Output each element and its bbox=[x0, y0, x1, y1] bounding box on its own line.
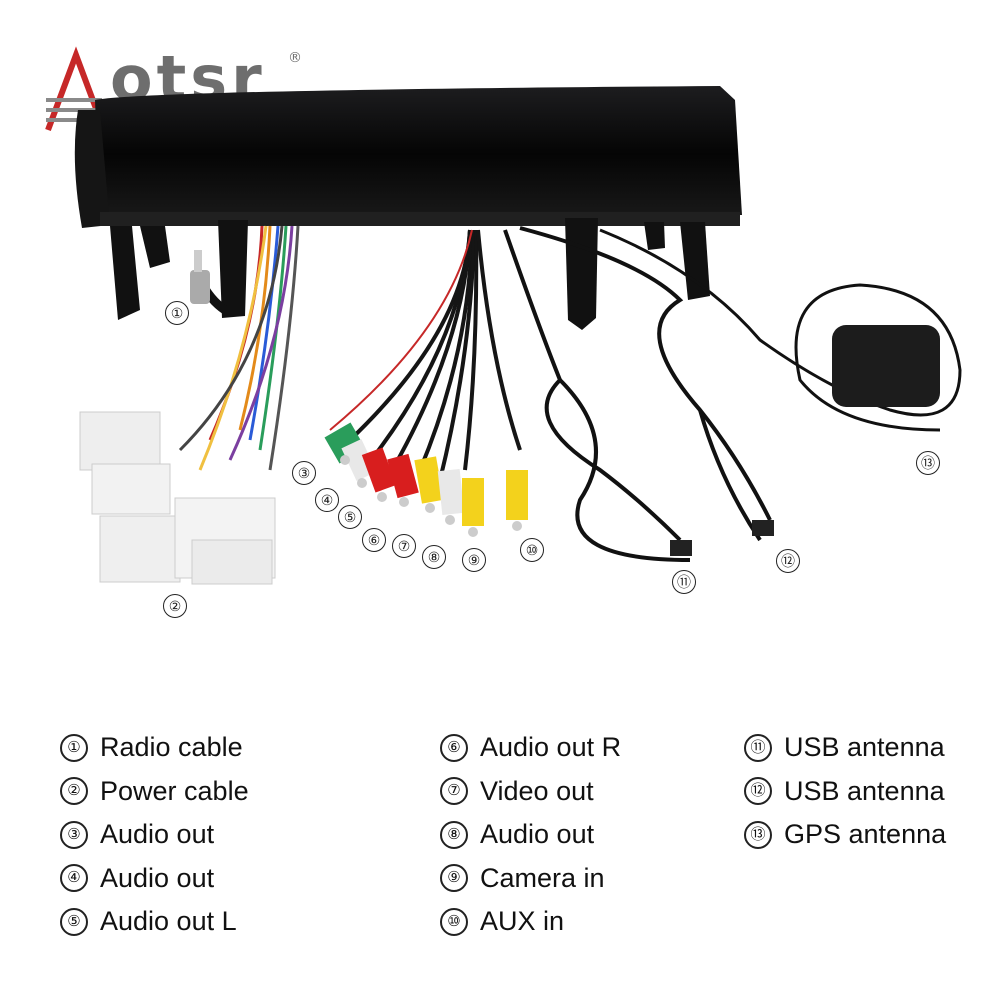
usb-plug bbox=[752, 520, 774, 536]
legend-number: ⑪ bbox=[744, 733, 772, 762]
callout-3: ③ bbox=[292, 461, 316, 485]
legend-label: Video out bbox=[480, 775, 594, 806]
legend-number: ⑤ bbox=[60, 907, 88, 936]
legend-label: USB antenna bbox=[784, 775, 945, 806]
legend-item: ⑬ GPS antenna bbox=[744, 813, 946, 857]
callout-10: ⑩ bbox=[520, 538, 544, 562]
legend-item: ⑥ Audio out R bbox=[440, 726, 621, 770]
callout-4: ④ bbox=[315, 488, 339, 512]
callout-8: ⑧ bbox=[422, 545, 446, 569]
legend-label: Audio out L bbox=[100, 906, 237, 937]
legend-number: ⑬ bbox=[744, 820, 772, 849]
legend-item: ③ Audio out bbox=[60, 813, 249, 857]
callout-13: ⑬ bbox=[916, 451, 940, 475]
product-photo: otsr ® bbox=[45, 42, 962, 585]
legend-column-1: ① Radio cable ② Power cable ③ Audio out ④ Au… bbox=[60, 726, 249, 944]
rca-harness bbox=[329, 229, 522, 481]
legend-label: AUX in bbox=[480, 906, 565, 937]
callout-12: ⑫ bbox=[776, 549, 800, 573]
legend-number: ⑦ bbox=[440, 777, 468, 806]
rca-plugs bbox=[324, 422, 528, 537]
callout-1: ① bbox=[165, 301, 189, 325]
radio-cable bbox=[190, 250, 228, 314]
legend-label: GPS antenna bbox=[784, 819, 947, 850]
legend-column-3: ⑪ USB antenna ⑫ USB antenna ⑬ GPS antenna bbox=[744, 726, 946, 857]
power-harness bbox=[178, 225, 300, 471]
legend-item: ② Power cable bbox=[60, 770, 249, 814]
legend-label: Audio out R bbox=[480, 732, 622, 763]
head-unit bbox=[74, 86, 742, 330]
legend-item: ⑦ Video out bbox=[440, 770, 621, 814]
legend-item: ⑩ AUX in bbox=[440, 900, 621, 944]
legend-label: Radio cable bbox=[100, 732, 243, 763]
callout-2: ② bbox=[163, 594, 187, 618]
callout-6: ⑥ bbox=[362, 528, 386, 552]
legend-item: ⑫ USB antenna bbox=[744, 770, 946, 814]
legend-number: ① bbox=[60, 733, 88, 762]
legend-label: Audio out bbox=[100, 819, 215, 850]
svg-text:®: ® bbox=[288, 50, 302, 66]
gps-antenna bbox=[599, 228, 962, 432]
legend-label: Camera in bbox=[480, 862, 605, 893]
legend-number: ⑥ bbox=[440, 733, 468, 762]
legend-item: ④ Audio out bbox=[60, 857, 249, 901]
legend-column-2: ⑥ Audio out R ⑦ Video out ⑧ Audio out ⑨ Came… bbox=[440, 726, 621, 944]
usb-cables bbox=[503, 226, 772, 562]
legend-item: ⑧ Audio out bbox=[440, 813, 621, 857]
legend-number: ④ bbox=[60, 864, 88, 893]
legend-number: ③ bbox=[60, 820, 88, 849]
legend-item: ⑪ USB antenna bbox=[744, 726, 946, 770]
power-connectors bbox=[79, 411, 276, 585]
callout-9: ⑨ bbox=[462, 548, 486, 572]
legend-label: USB antenna bbox=[784, 732, 945, 763]
callout-7: ⑦ bbox=[392, 534, 416, 558]
legend-number: ⑨ bbox=[440, 864, 468, 893]
legend-number: ⑫ bbox=[744, 777, 772, 806]
legend-number: ⑧ bbox=[440, 820, 468, 849]
callout-11: ⑪ bbox=[672, 570, 696, 594]
legend-label: Audio out bbox=[480, 819, 595, 850]
callout-5: ⑤ bbox=[338, 505, 362, 529]
legend-item: ① Radio cable bbox=[60, 726, 249, 770]
legend-label: Power cable bbox=[100, 775, 249, 806]
legend-label: Audio out bbox=[100, 862, 215, 893]
legend-item: ⑤ Audio out L bbox=[60, 900, 249, 944]
legend-number: ② bbox=[60, 777, 88, 806]
legend-item: ⑨ Camera in bbox=[440, 857, 621, 901]
usb-plug bbox=[670, 540, 692, 556]
legend-number: ⑩ bbox=[440, 907, 468, 936]
